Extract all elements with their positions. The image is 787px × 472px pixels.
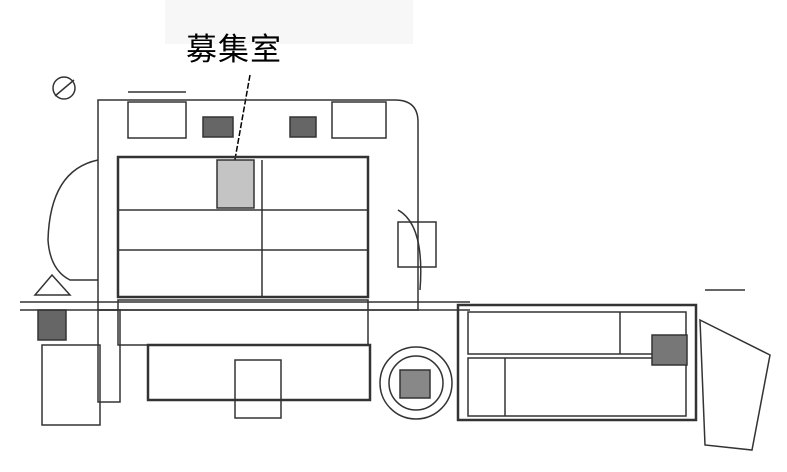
east-wing-tail xyxy=(699,318,771,451)
main-building-outline xyxy=(97,99,419,311)
callout-label: 募集室 xyxy=(186,32,282,68)
entrance-stair-right xyxy=(289,116,317,138)
label-background xyxy=(165,0,413,44)
southwest-block xyxy=(41,344,101,426)
east-curved-wall xyxy=(397,209,422,291)
rotunda-stair xyxy=(399,369,431,399)
top-room-right xyxy=(331,101,387,139)
callout-leader-line xyxy=(233,74,251,166)
top-room-left xyxy=(127,101,187,139)
east-building xyxy=(456,303,698,422)
east-stair xyxy=(651,334,688,366)
entrance-stair-left xyxy=(202,116,234,138)
central-core xyxy=(117,299,369,346)
rotunda xyxy=(379,346,453,420)
west-curved-wall xyxy=(47,159,99,281)
north-arrow-icon xyxy=(52,76,76,100)
recruitment-room xyxy=(216,159,255,209)
east-annex xyxy=(397,221,437,268)
south-entrance xyxy=(234,359,282,419)
west-stair xyxy=(37,309,67,341)
west-wing xyxy=(97,309,121,403)
south-wing xyxy=(146,343,372,402)
west-entrance xyxy=(33,273,72,296)
